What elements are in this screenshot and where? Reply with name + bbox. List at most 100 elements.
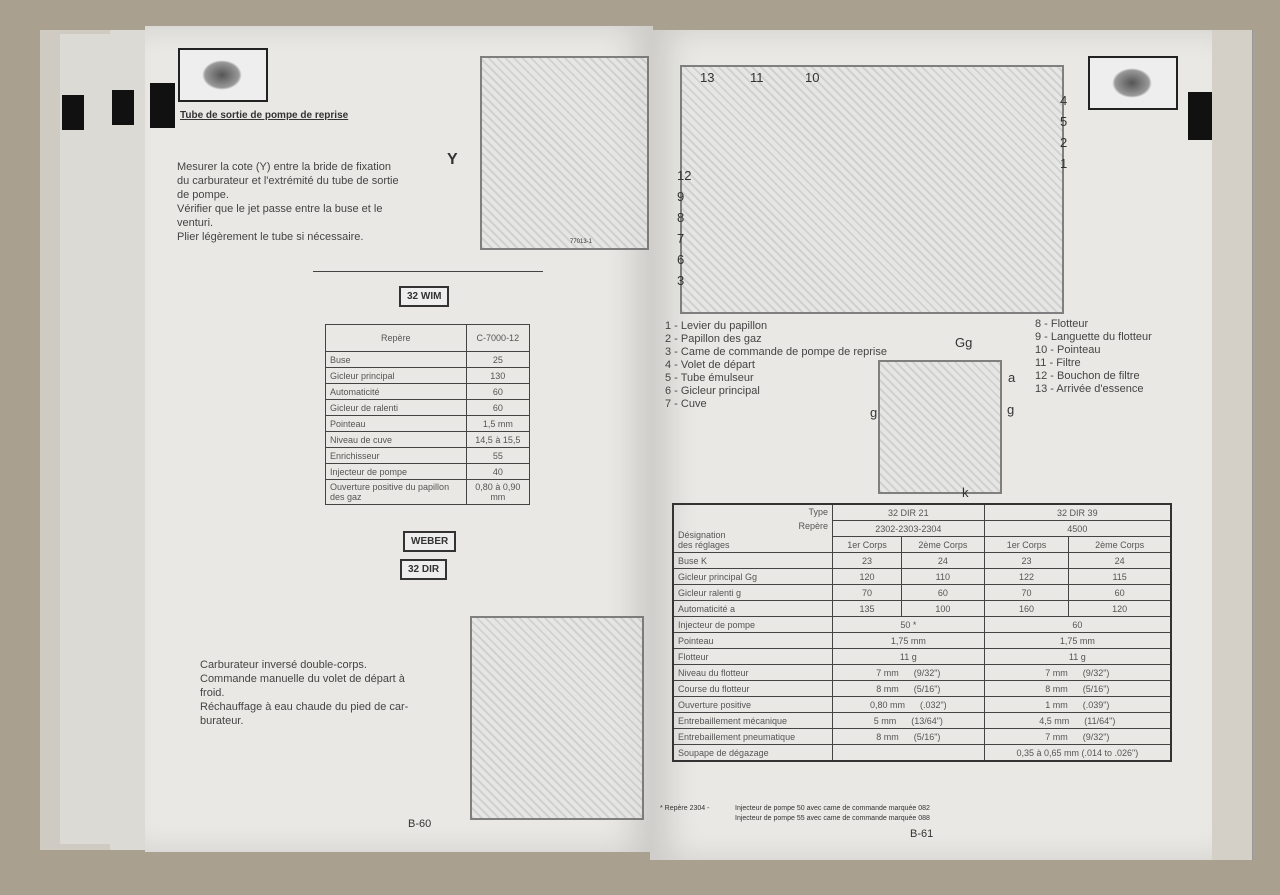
legend-item: 7 - Cuve — [665, 398, 707, 410]
tab-marker — [62, 95, 84, 130]
left-page: Tube de sortie de pompe de reprise Mesur… — [145, 26, 653, 852]
label-a: a — [1008, 370, 1016, 385]
footnote-ref: * Repère 2304 - — [660, 805, 710, 812]
legend-item: 10 - Pointeau — [1035, 344, 1101, 356]
row-label: Ouverture positive du papillon des gaz — [325, 479, 467, 505]
row-value: 60 — [465, 383, 531, 400]
cell: 8 mm (5/16") — [832, 728, 985, 745]
label-k: k — [962, 485, 969, 500]
page-number: B-61 — [910, 828, 934, 840]
tab-marker — [1188, 92, 1212, 140]
corps-header: 2ème Corps — [1068, 536, 1172, 553]
header: Repère — [325, 324, 467, 352]
cell: Course du flotteur — [672, 680, 833, 697]
cell: 1,75 mm — [832, 632, 985, 649]
row-label: Gicleur de ralenti — [325, 399, 467, 416]
badge-32wim: 32 WIM — [399, 286, 450, 307]
cell — [832, 744, 985, 762]
cell: 0,80 mm (.032") — [832, 696, 985, 713]
cell: Soupape de dégazage — [672, 744, 833, 762]
diagram-callout: 3 — [677, 273, 685, 288]
dimension-y-label: Y — [447, 151, 458, 168]
legend-item: 11 - Filtre — [1035, 357, 1081, 369]
cell: Gicleur ralenti g — [672, 584, 833, 601]
cell: 100 — [901, 600, 985, 617]
legend-item: 13 - Arrivée d'essence — [1035, 383, 1144, 395]
cell: 110 — [901, 568, 985, 585]
diagram-callout: 1 — [1060, 156, 1068, 171]
legend-item: 5 - Tube émulseur — [665, 372, 754, 384]
cell: 135 — [831, 600, 903, 617]
cell: Ouverture positive — [672, 696, 833, 713]
cell: Buse K — [672, 552, 833, 569]
cell: 115 — [1068, 568, 1172, 585]
legend-item: 9 - Languette du flotteur — [1035, 331, 1152, 343]
type-header: 32 DIR 39 — [983, 503, 1172, 521]
row-value: 55 — [465, 447, 531, 464]
cell: 5 mm (13/64") — [832, 712, 985, 729]
row-label: Gicleur principal — [325, 367, 467, 384]
cell: 24 — [901, 552, 985, 569]
cell: Pointeau — [672, 632, 833, 649]
legend-item: 4 - Volet de départ — [665, 359, 755, 371]
table-row: Soupape de dégazage 0,35 à 0,65 mm (.014 … — [672, 744, 1172, 762]
badge-weber: WEBER — [403, 531, 457, 552]
cell: 11 g — [983, 648, 1172, 665]
legend-item: 3 - Came de commande de pompe de reprise — [665, 346, 887, 358]
cell: Niveau du flotteur — [672, 664, 833, 681]
diagram-callout: 13 — [700, 70, 715, 85]
diagram-callout: 7 — [677, 231, 685, 246]
header: C-7000-12 — [465, 324, 531, 352]
carburetor-description: Carburateur inversé double-corps. Comman… — [200, 659, 409, 727]
cell: 23 — [831, 552, 903, 569]
cell: 8 mm (5/16") — [832, 680, 985, 697]
footnote-line-1: Injecteur de pompe 50 avec came de comma… — [735, 805, 930, 812]
cell: 1 mm (.039") — [983, 696, 1172, 713]
designation-label: Désignation des réglages — [678, 530, 730, 550]
repere-header: 2302-2303-2304 — [832, 520, 985, 537]
row-value: 130 — [465, 367, 531, 384]
row-value: 0,80 à 0,90 mm — [465, 479, 531, 505]
diagram-callout: 10 — [805, 70, 820, 85]
row-label: Automaticité — [325, 383, 467, 400]
row-value: 1,5 mm — [465, 415, 531, 432]
section-title: Tube de sortie de pompe de reprise — [180, 110, 349, 121]
cell: Injecteur de pompe — [672, 616, 833, 633]
diagram-callout: 11 — [750, 70, 764, 85]
row-label: Enrichisseur — [325, 447, 467, 464]
cell: 0,35 à 0,65 mm (.014 to .026") — [983, 744, 1172, 762]
repere-header: 4500 — [983, 520, 1172, 537]
row-value: 40 — [465, 463, 531, 480]
legend-item: 12 - Bouchon de filtre — [1035, 370, 1140, 382]
row-value: 14,5 à 15,5 — [465, 431, 531, 448]
cell: 70 — [983, 584, 1070, 601]
diagram-callout: 5 — [1060, 114, 1068, 129]
pump-tube-diagram — [480, 56, 649, 250]
cell: 60 — [1068, 584, 1172, 601]
page-number: B-60 — [408, 818, 432, 830]
cell: Automaticité a — [672, 600, 833, 617]
diagram-callout: 6 — [677, 252, 685, 267]
diagram-callout: 2 — [1060, 135, 1068, 150]
corps-header: 2ème Corps — [901, 536, 985, 553]
carburetor-illustration — [470, 616, 644, 820]
cell: 7 mm (9/32") — [983, 728, 1172, 745]
engine-logo — [1088, 56, 1178, 110]
diagram-callout: 8 — [677, 210, 685, 225]
cell: 50 * — [832, 616, 985, 633]
